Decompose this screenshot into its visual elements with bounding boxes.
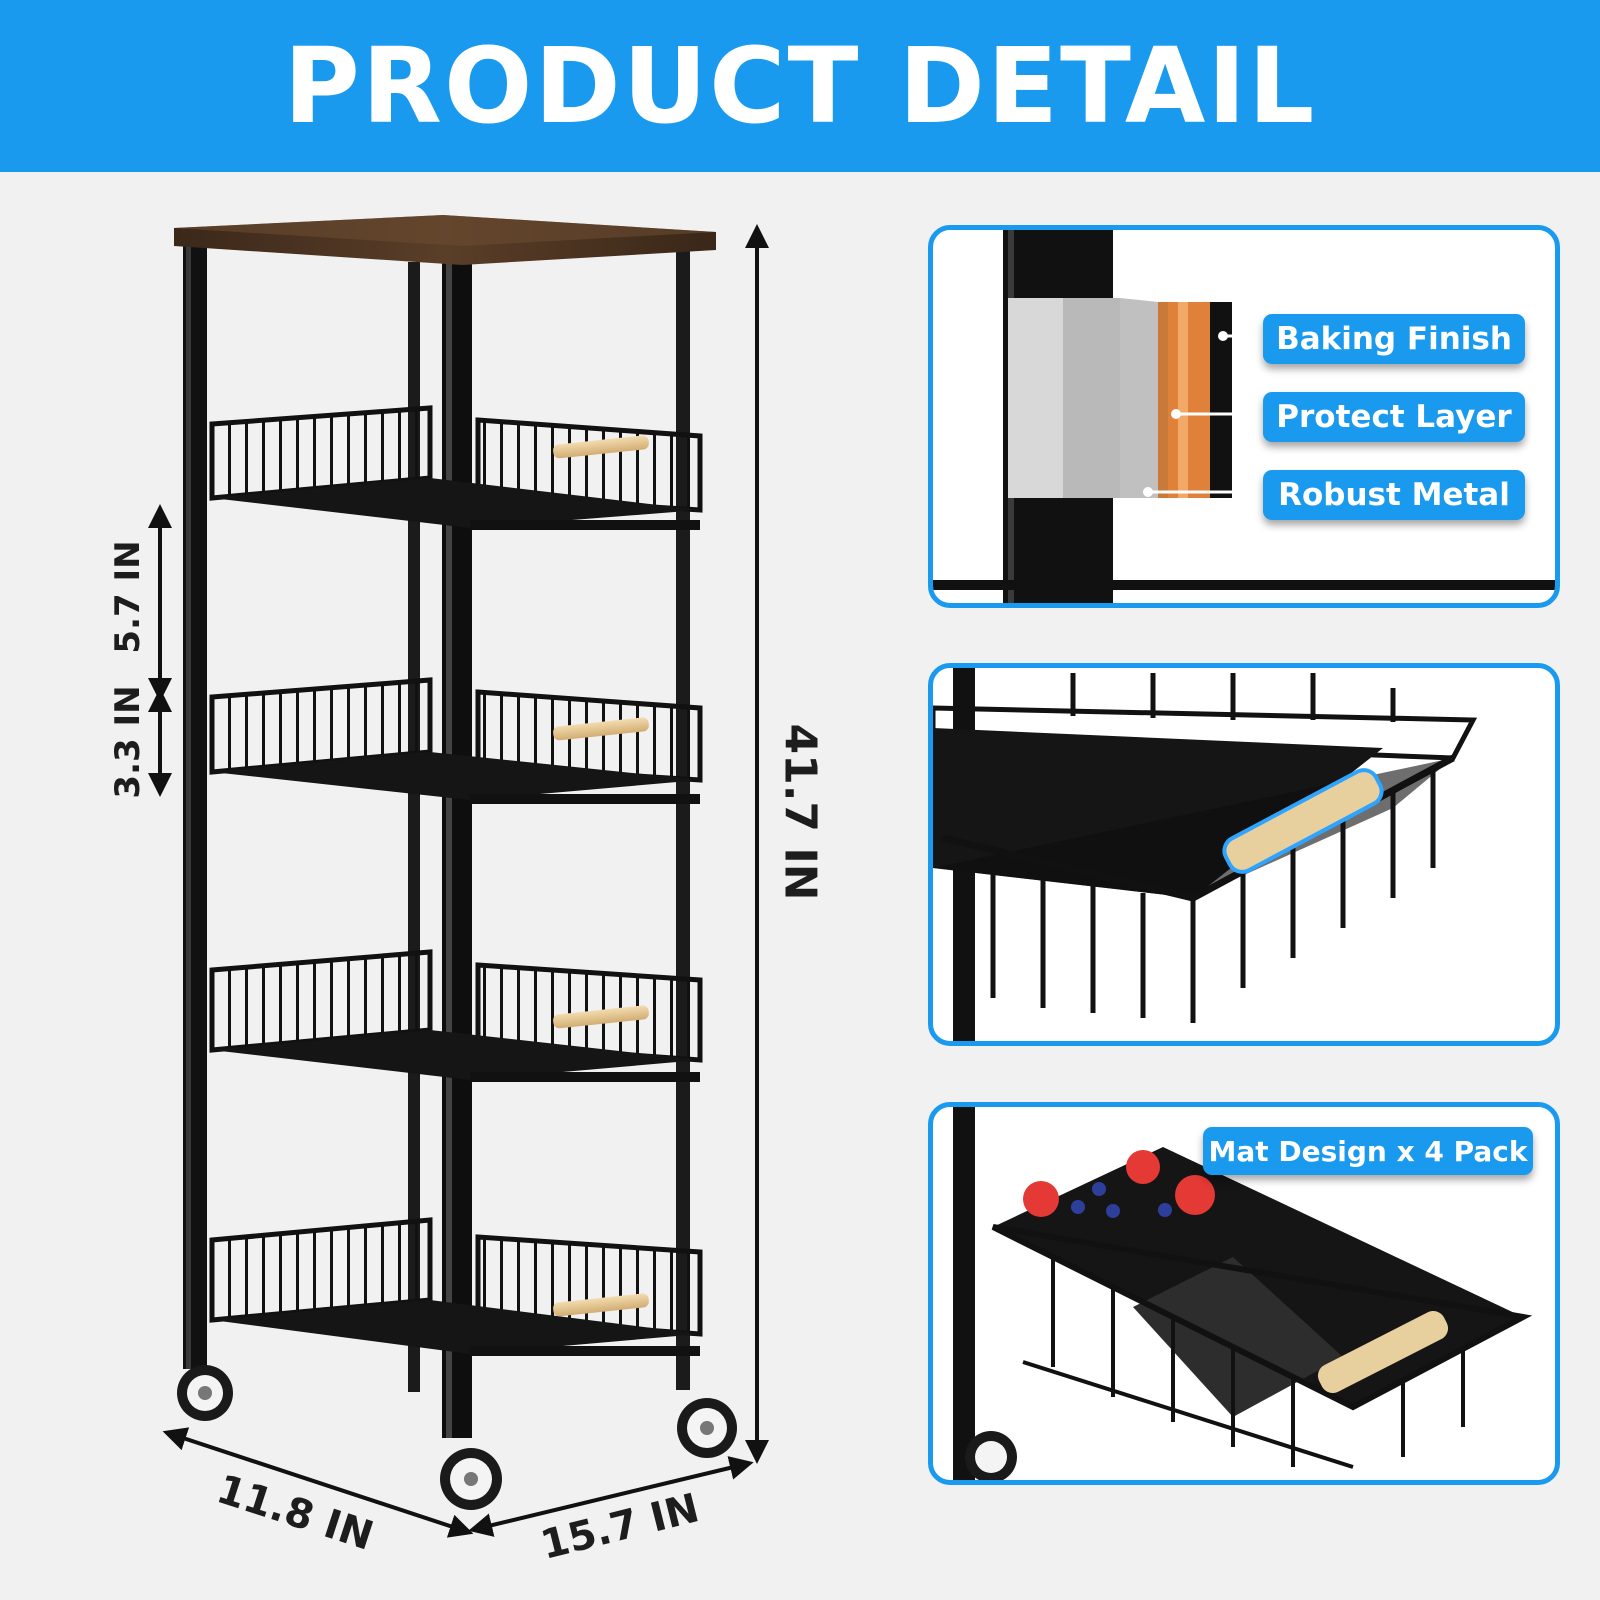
caster-wheel xyxy=(177,1365,233,1421)
basket-tier-3 xyxy=(209,949,703,1082)
rear-post-right xyxy=(676,250,690,1390)
callout-protect-layer: Protect Layer xyxy=(1263,392,1525,442)
product-illustration xyxy=(148,215,769,1538)
basket-closeup-image xyxy=(933,668,1478,1041)
mat-design-panel: Mat Design x 4 Pack xyxy=(928,1102,1560,1485)
basket-tier-1 xyxy=(209,405,703,530)
depth-dimension-line xyxy=(162,1427,474,1538)
header-banner: PRODUCT DETAIL xyxy=(0,0,1600,172)
callout-robust-metal: Robust Metal xyxy=(1263,470,1525,520)
caster-wheel xyxy=(440,1448,502,1510)
mat-closeup-image xyxy=(953,1107,1533,1480)
basket-tier-2 xyxy=(209,677,703,804)
rear-post-left xyxy=(408,262,420,1392)
width-dimension-line xyxy=(468,1456,754,1537)
callout-mat-design: Mat Design x 4 Pack xyxy=(1203,1127,1533,1175)
basket-tier-4 xyxy=(209,1217,703,1356)
material-detail-panel: Baking Finish Protect Layer Robust Metal xyxy=(928,225,1560,608)
basket-depth-label: 3.3 IN xyxy=(108,685,148,799)
callout-baking-finish: Baking Finish xyxy=(1263,314,1525,364)
tube-cross-section xyxy=(933,230,1555,603)
basket-closeup-panel xyxy=(928,663,1560,1046)
caster-wheel xyxy=(677,1398,737,1458)
height-label: 41.7 IN xyxy=(774,723,826,901)
page-title: PRODUCT DETAIL xyxy=(283,25,1317,147)
spacing-label: 5.7 IN xyxy=(108,540,148,654)
